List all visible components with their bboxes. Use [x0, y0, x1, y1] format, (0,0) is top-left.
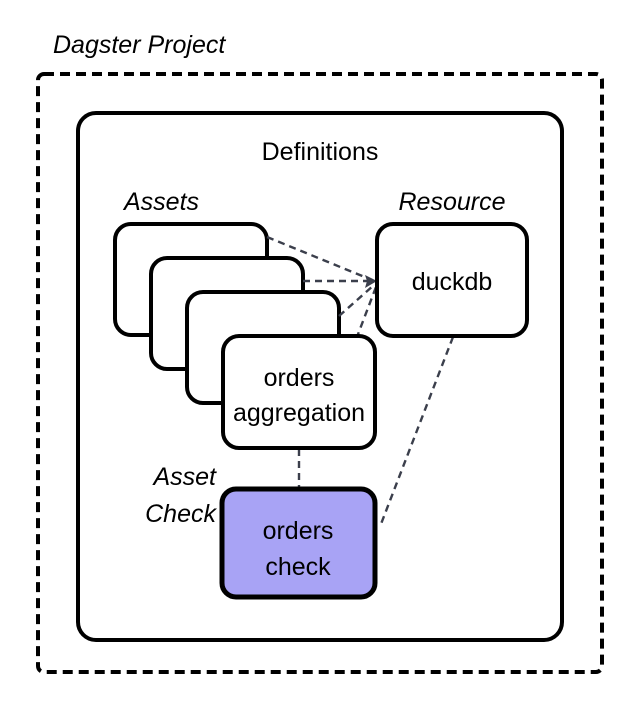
definitions-label: Definitions — [262, 138, 379, 166]
assets-group-label: Assets — [122, 188, 199, 216]
asset-check-group-label-line1: Asset — [151, 463, 217, 491]
dagster-project-container — [36, 72, 604, 674]
arrow-head-duckdb — [365, 275, 377, 288]
duckdb-label: duckdb — [412, 268, 493, 296]
edge-asset-card-1-to-duckdb — [266, 235, 373, 282]
orders-check-node[interactable] — [219, 486, 378, 600]
orders-check-label-line2: check — [265, 553, 331, 581]
resource-group-label: Resource — [399, 188, 506, 216]
orders-aggregation-label-line1: orders — [264, 364, 335, 392]
orders-aggregation-label-line2: aggregation — [233, 399, 365, 427]
orders-check-label-line1: orders — [263, 517, 334, 545]
edge-asset-card-3-to-duckdb — [338, 284, 375, 317]
orders-aggregation-node[interactable] — [221, 334, 377, 450]
duckdb-node[interactable] — [375, 222, 529, 338]
asset-check-group-label-line2: Check — [145, 500, 217, 528]
edge-duckdb-to-orders-check — [379, 336, 455, 525]
dagster-project-label: Dagster Project — [53, 31, 226, 59]
